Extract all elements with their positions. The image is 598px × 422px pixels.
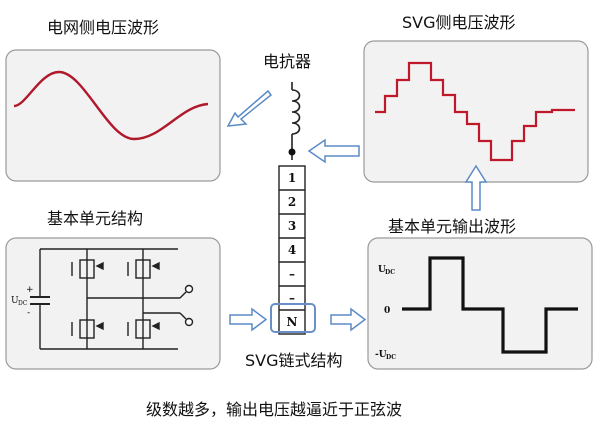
arrow-to-grid-panel bbox=[226, 89, 273, 127]
output-terminal-bottom bbox=[184, 317, 194, 327]
unit-output-panel bbox=[367, 237, 593, 370]
dc-label-sub: DC bbox=[18, 300, 28, 307]
basic-unit-panel bbox=[5, 237, 221, 370]
reactor-node-dot bbox=[288, 148, 296, 156]
axis-top-main: U bbox=[378, 265, 386, 275]
dc-label-main: U bbox=[11, 296, 19, 306]
chain-cell-6: – bbox=[289, 291, 295, 305]
svg-chain-stack bbox=[278, 165, 306, 335]
chain-cell-labels: 1 2 3 4 – – N bbox=[287, 171, 298, 329]
grid-voltage-title: 电网侧电压波形 bbox=[47, 18, 160, 37]
output-terminal-top bbox=[184, 284, 194, 294]
dc-plus: + bbox=[26, 285, 34, 295]
chain-cell-4: 4 bbox=[288, 243, 296, 257]
axis-top-sub: DC bbox=[385, 269, 395, 276]
chain-cell-5: – bbox=[289, 267, 295, 281]
chain-cell-highlight bbox=[270, 303, 316, 333]
reactor-coil bbox=[291, 82, 301, 160]
axis-bottom-main: -U bbox=[375, 350, 387, 360]
svg-voltage-title: SVG侧电压波形 bbox=[402, 13, 516, 32]
chain-cell-2: 2 bbox=[288, 195, 296, 209]
arrow-unit-to-chain bbox=[229, 307, 268, 332]
unit-output-title: 基本单元输出波形 bbox=[388, 217, 517, 236]
chain-title: SVG链式结构 bbox=[245, 351, 343, 370]
grid-voltage-panel bbox=[5, 49, 221, 182]
basic-unit-title: 基本单元结构 bbox=[47, 209, 144, 228]
h-bridge-circuit bbox=[30, 248, 187, 350]
svg-voltage-panel bbox=[363, 40, 589, 183]
svg-staircase-wave bbox=[375, 61, 575, 162]
grid-sine-wave bbox=[13, 70, 209, 141]
arrow-chain-to-output bbox=[330, 307, 367, 332]
chain-cell-1: 1 bbox=[288, 171, 296, 185]
reactor-title: 电抗器 bbox=[263, 52, 312, 71]
arrow-up-to-svg-panel bbox=[464, 164, 488, 211]
chain-cell-n: N bbox=[287, 315, 298, 329]
square-wave bbox=[402, 256, 578, 354]
dc-minus: - bbox=[27, 308, 30, 318]
axis-zero: 0 bbox=[384, 306, 390, 316]
bottom-caption: 级数越多，输出电压越逼近于正弦波 bbox=[146, 400, 403, 419]
axis-bottom-sub: DC bbox=[386, 354, 396, 361]
arrow-from-svg-panel bbox=[307, 138, 360, 164]
chain-cell-3: 3 bbox=[288, 219, 296, 233]
